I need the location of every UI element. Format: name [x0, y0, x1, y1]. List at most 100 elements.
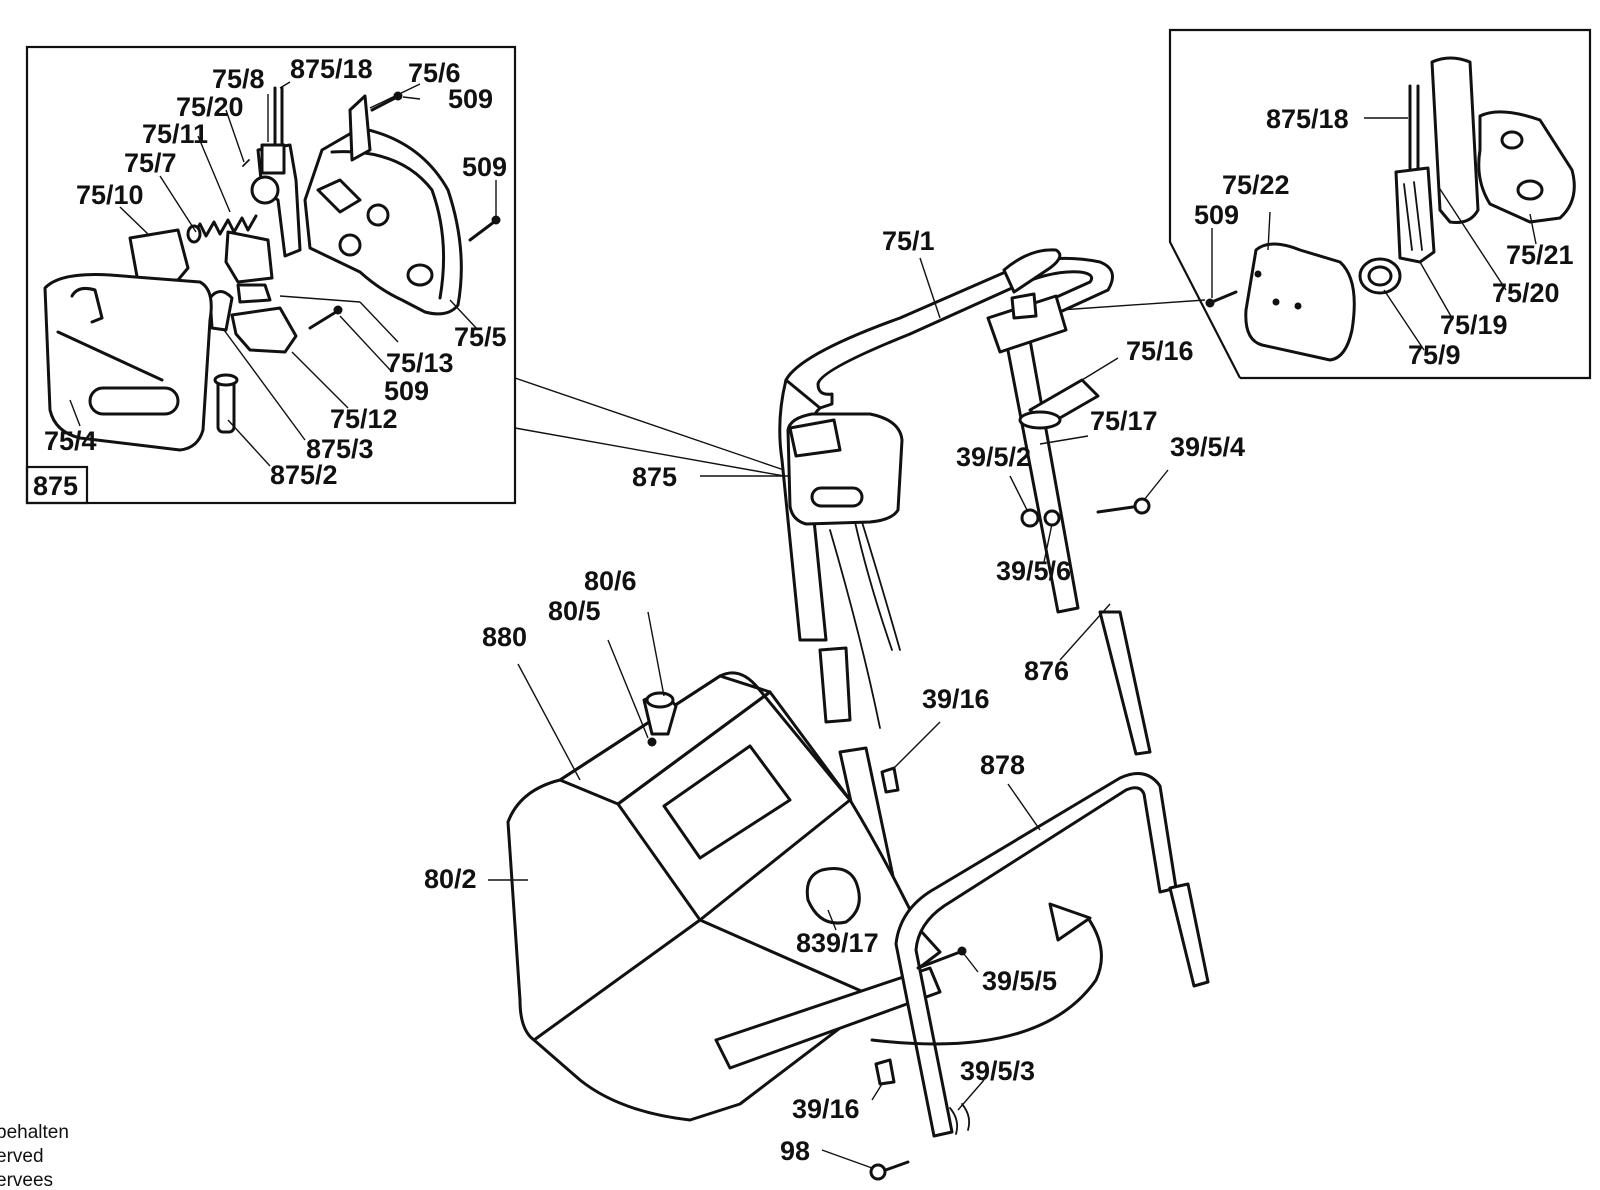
label-75-13: 75/13: [386, 348, 454, 378]
leaders-left: [69, 81, 497, 467]
label-839-17: 839/17: [796, 928, 879, 958]
washer-39-5-6: [1043, 509, 1061, 527]
copyright-note: behalten erved ervees: [0, 1122, 69, 1190]
label-509-d: 509: [1194, 200, 1239, 230]
label-75-20-b: 75/20: [1492, 278, 1560, 308]
lever-rib-1: [1403, 183, 1413, 251]
label-75-11: 75/11: [142, 119, 208, 149]
label-875-3: 875/3: [306, 434, 374, 464]
label-875-18-b: 875/18: [1266, 104, 1349, 134]
label-75-20-a: 75/20: [176, 92, 244, 122]
cable-3: [829, 529, 881, 729]
label-80-5: 80/5: [548, 596, 601, 626]
switch-block-lower: [236, 283, 272, 304]
cover-hole-3: [1294, 302, 1302, 310]
copyright-line-1: behalten: [0, 1122, 69, 1143]
label-875: 875: [632, 462, 677, 492]
label-75-12: 75/12: [330, 404, 398, 434]
screw-509-d: [1205, 290, 1238, 308]
bolt-39-5-4: [1096, 497, 1151, 515]
label-75-7: 75/7: [124, 148, 177, 178]
cover-hole-1: [1254, 270, 1262, 278]
copyright-line-2: erved: [0, 1146, 44, 1167]
cover-75-22: [1244, 242, 1356, 362]
microswitch: [128, 228, 190, 284]
label-878: 878: [980, 750, 1025, 780]
cover-hole-2: [1272, 298, 1280, 306]
cable-clip-ring: [1018, 410, 1062, 430]
cover-slot: [88, 386, 180, 416]
label-75-9: 75/9: [1408, 340, 1461, 370]
detail-frame-right: [1168, 28, 1592, 380]
callout-line-right-a: [1059, 299, 1206, 311]
callout-line-top-left: [514, 377, 785, 471]
label-39-16-a: 39/16: [922, 684, 990, 714]
label-80-6: 80/6: [584, 566, 637, 596]
nut-39-5-2: [1020, 508, 1040, 528]
detail-box-right: [1059, 28, 1592, 380]
detail-frame-left: [25, 45, 517, 505]
cover-groove: [56, 330, 164, 382]
bracket-hole-1: [1500, 130, 1524, 150]
label-880: 880: [482, 622, 527, 652]
label-39-5-6: 39/5/6: [996, 556, 1071, 586]
label-75-22: 75/22: [1222, 170, 1290, 200]
clip-39-16-a: [880, 766, 900, 794]
screw-509-b: [468, 215, 501, 242]
lower-handle-end: [1168, 882, 1210, 988]
label-509-b: 509: [462, 152, 507, 182]
lever-rib-2: [1413, 181, 1423, 251]
lever-head: [260, 143, 286, 175]
screw-509-c: [308, 305, 343, 330]
knob-839-17: [805, 867, 861, 925]
cable-clamp: [230, 306, 298, 354]
hook-part: [208, 290, 234, 332]
label-75-1: 75/1: [882, 226, 935, 256]
part-labels: 75/8 875/18 75/6 509 75/20 75/11 509 75/…: [33, 54, 1574, 1166]
spring-75-9-inner: [1367, 265, 1393, 287]
housing-tab: [348, 94, 372, 162]
bracket-75-21: [1477, 110, 1576, 224]
switch-block: [224, 230, 274, 284]
switch-cover: [43, 273, 213, 452]
rotation-arrow: [870, 916, 1103, 1046]
lever-eye: [250, 175, 280, 205]
switch-box-slot: [810, 486, 864, 508]
hole-80-5: [647, 737, 657, 747]
grass-box-edges: [532, 918, 870, 1042]
spring: [190, 214, 258, 240]
cover-clip: [70, 287, 104, 324]
detail-number-box: [25, 465, 89, 505]
plug-pin-head: [213, 373, 239, 387]
handle-clamp-switch: [1010, 292, 1038, 320]
bracket-hole-2: [1516, 179, 1544, 201]
spring-75-9: [1358, 257, 1402, 295]
cap-80-6-top: [645, 691, 675, 709]
lever-75-19: [1394, 166, 1436, 264]
rotation-arrow-head: [1048, 902, 1092, 942]
label-98: 98: [780, 1136, 810, 1166]
label-876: 876: [1024, 656, 1069, 686]
pin-75-20: [242, 159, 250, 167]
grass-box-rear-rail: [714, 966, 942, 1070]
label-75-4: 75/4: [44, 426, 97, 456]
bolt-39-5-5: [916, 946, 967, 970]
callout-line-bottom-left: [514, 427, 785, 477]
label-39-5-4: 39/5/4: [1170, 432, 1245, 462]
label-875-2: 875/2: [270, 460, 338, 490]
label-39-5-5: 39/5/5: [982, 966, 1057, 996]
spring-cap: [186, 224, 202, 244]
cable-1: [854, 521, 893, 651]
lower-handle-878: [894, 772, 1178, 1138]
housing-rim: [330, 150, 446, 300]
label-39-5-2: 39/5/2: [956, 442, 1031, 472]
grass-box-handle-recess: [662, 744, 792, 860]
callout-line-right-b: [1199, 299, 1241, 379]
grass-box-lid-front: [616, 690, 852, 922]
label-75-21: 75/21: [1506, 240, 1574, 270]
label-75-8: 75/8: [212, 64, 265, 94]
upper-handle-75-1: [783, 256, 1114, 410]
detail-box-875: [25, 45, 785, 505]
